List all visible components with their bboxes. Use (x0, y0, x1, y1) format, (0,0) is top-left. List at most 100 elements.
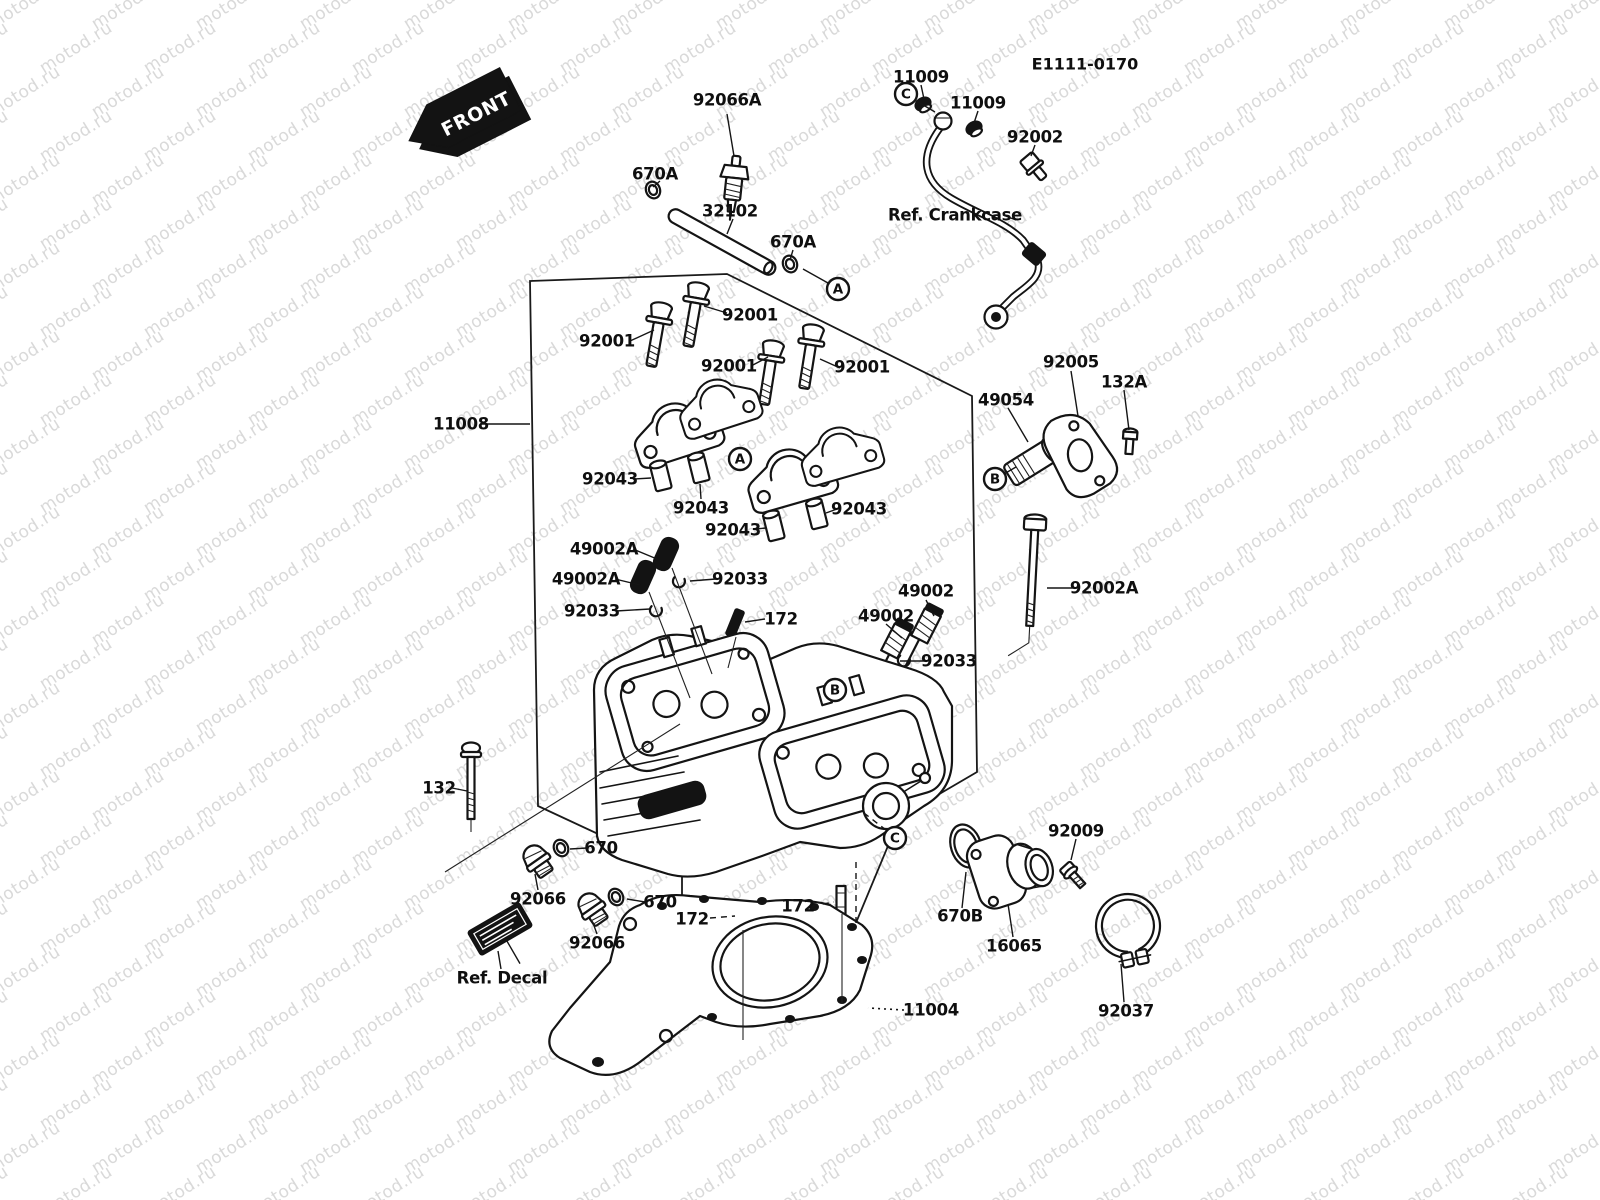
dotted-leader-11004 (867, 1007, 905, 1011)
watermark-text: motod.ru (1076, 1162, 1156, 1200)
part-label-92009: 92009 (1048, 822, 1104, 841)
part-label-670A-1: 670A (632, 165, 679, 184)
leader-lines (451, 84, 1130, 1003)
watermark-text: motod.ru (660, 1162, 740, 1200)
bolt-92002a (1007, 513, 1048, 657)
watermark-text: motod.ru (1388, 1162, 1468, 1200)
part-label-92001-1: 92001 (579, 332, 635, 351)
watermark-text: motod.ru (1596, 106, 1600, 166)
part-label-16065: 16065 (986, 937, 1042, 956)
part-label-172-3: 172 (781, 897, 815, 916)
callout-A: A (727, 446, 753, 472)
exhaust-port (861, 771, 932, 831)
watermark-text: motod.ru (0, 106, 12, 166)
part-label-11009-2: 11009 (950, 94, 1006, 113)
part-label-11009-1: 11009 (893, 68, 949, 87)
svg-text:C: C (901, 87, 911, 103)
svg-text:A: A (833, 282, 844, 298)
watermark-text: motod.ru (0, 238, 64, 298)
part-label-92001-4: 92001 (834, 358, 890, 377)
watermark-text: motod.ru (140, 1162, 220, 1200)
watermark-text: motod.ru (764, 1162, 844, 1200)
callout-B: B (982, 466, 1008, 492)
watermark-text: motod.ru (0, 458, 12, 518)
part-label-670-1: 670 (584, 839, 618, 858)
watermark-text: motod.ru (0, 150, 64, 210)
watermark-text: motod.ru (0, 62, 64, 122)
watermark-text: motod.ru (0, 810, 12, 870)
banjo-eye (983, 304, 1009, 330)
spark-plug (719, 154, 750, 221)
watermark-text: motod.ru (1596, 810, 1600, 870)
callout-C: C (882, 825, 908, 851)
watermark-text: motod.ru (0, 1074, 12, 1134)
part-label-92001-3: 92001 (701, 357, 757, 376)
front-direction-arrow: FRONT (408, 66, 532, 158)
part-label-49002A-1: 49002A (570, 540, 639, 559)
part-label-670A-2: 670A (770, 233, 817, 252)
watermark-text: motod.ru (244, 1162, 324, 1200)
watermark-text: motod.ru (452, 1162, 532, 1200)
watermark-text: motod.ru (1596, 458, 1600, 518)
part-label-132A: 132A (1101, 373, 1148, 392)
part-label-49054: 49054 (978, 391, 1034, 410)
part-label-ref-crankcase: Ref. Crankcase (888, 206, 1022, 225)
part-label-49002A-2: 49002A (552, 570, 621, 589)
callout-letters: C A A B B C (727, 81, 1008, 851)
svg-text:A: A (735, 452, 746, 468)
watermark-text: motod.ru (0, 1030, 64, 1090)
part-label-132: 132 (422, 779, 456, 798)
watermark-text: motod.ru (0, 414, 64, 474)
pipe-fitting-mid (1021, 242, 1047, 266)
watermark-text: motod.ru (0, 678, 64, 738)
watermark-text: motod.ru (1596, 546, 1600, 606)
watermark-text: motod.ru (0, 942, 64, 1002)
side-port (637, 780, 707, 820)
part-label-92005: 92005 (1043, 353, 1099, 372)
watermark-text: motod.ru (0, 986, 12, 1046)
part-label-92043-3: 92043 (705, 521, 761, 540)
watermark-text: motod.ru (0, 546, 12, 606)
watermark-text: motod.ru (1596, 282, 1600, 342)
callout-A: A (825, 276, 851, 302)
part-label-92043-1: 92043 (582, 470, 638, 489)
intake-holder-16065 (965, 834, 1054, 910)
watermark-text: motod.ru (972, 1162, 1052, 1200)
part-label-92043-4: 92043 (831, 500, 887, 519)
watermark-text: motod.ru (0, 370, 12, 430)
watermark-text: motod.ru (0, 590, 64, 650)
callout-B: B (822, 677, 848, 703)
watermark-text: motod.ru (0, 326, 64, 386)
cylinder-head (592, 625, 954, 878)
bolt-132a (1121, 427, 1139, 456)
watermark-text: motod.ru (0, 898, 12, 958)
watermark-text: motod.ru (1596, 898, 1600, 958)
part-label-49002-1: 49002 (898, 582, 954, 601)
watermark-text: motod.ru (0, 0, 64, 34)
part-label-32102: 32102 (702, 202, 758, 221)
bolt-92002 (1019, 151, 1048, 182)
part-label-670B: 670B (937, 907, 983, 926)
part-label-172-1: 172 (764, 610, 798, 629)
tappet-92043-1 (648, 457, 674, 493)
part-label-92033-1: 92033 (712, 570, 768, 589)
watermark-text: motod.ru (0, 18, 12, 78)
clamp-92037 (1094, 892, 1162, 969)
pipe-fitting-top (933, 111, 953, 131)
part-label-92066-2: 92066 (569, 934, 625, 953)
watermark-text: motod.ru (0, 634, 12, 694)
part-label-49002-2: 49002 (858, 607, 914, 626)
svg-text:C: C (890, 831, 900, 847)
construction-lines (444, 567, 843, 1040)
dashed-leaders (709, 812, 887, 928)
part-label-92043-2: 92043 (673, 499, 729, 518)
watermark-text: motod.ru (0, 502, 64, 562)
part-label-172-2: 172 (675, 910, 709, 929)
svg-text:B: B (990, 472, 1000, 488)
watermark-text: motod.ru (36, 1162, 116, 1200)
part-label-92033-3: 92033 (921, 652, 977, 671)
exploded-view-artwork: FRONT (408, 55, 1162, 1076)
part-label-11004: 11004 (903, 1001, 959, 1020)
watermark-text: motod.ru (0, 722, 12, 782)
